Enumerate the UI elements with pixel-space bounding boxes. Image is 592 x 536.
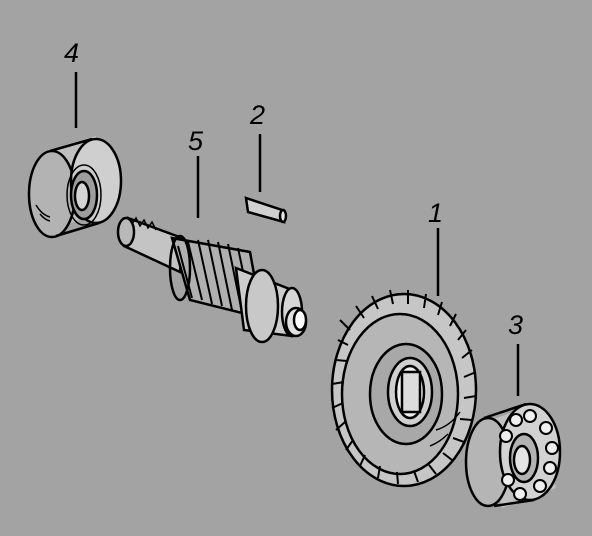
bevel-gear-1: [330, 289, 478, 488]
pinion-shaft-5: [116, 216, 308, 344]
callout-3: 3: [508, 310, 523, 340]
callout-1: 1: [428, 198, 443, 228]
callout-5: 5: [188, 126, 204, 156]
key-2: [244, 196, 288, 224]
bearing-3: [464, 402, 562, 508]
bearing-4: [27, 136, 123, 239]
callout-2: 2: [249, 100, 265, 130]
callout-4: 4: [64, 38, 79, 68]
